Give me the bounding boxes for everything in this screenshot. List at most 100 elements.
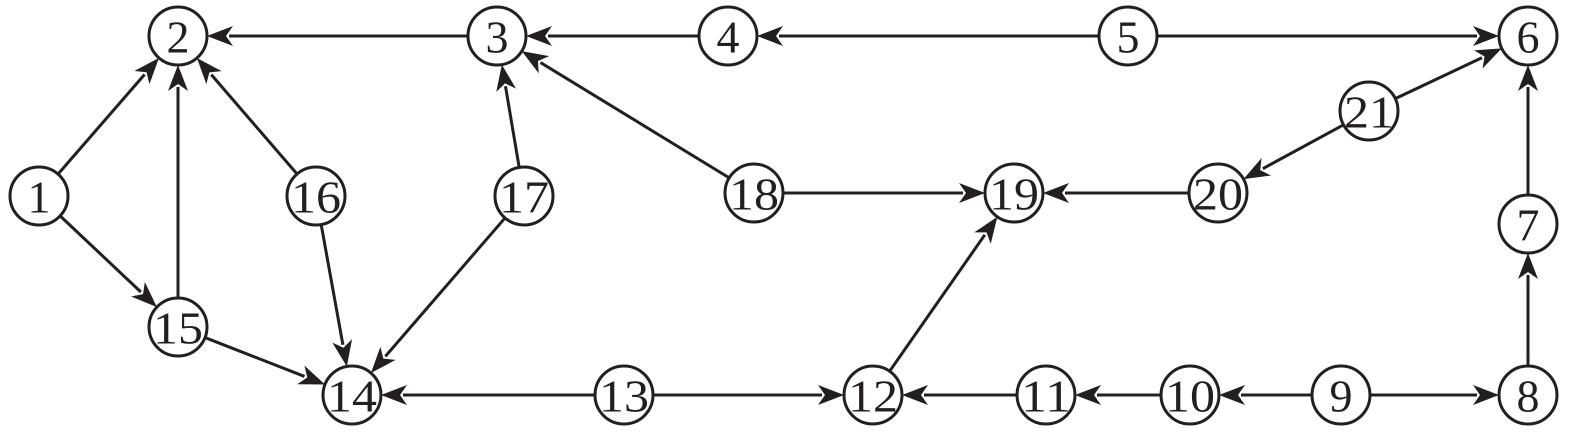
node-circle xyxy=(723,162,785,224)
node-circle xyxy=(1097,5,1159,67)
node-5: 5 xyxy=(1097,5,1159,67)
edge-line xyxy=(384,216,507,358)
edge-3-to-2 xyxy=(207,26,468,46)
arrowhead-icon xyxy=(381,385,407,405)
node-label: 4 xyxy=(717,12,740,63)
node-label: 19 xyxy=(989,169,1039,220)
edge-13-to-14 xyxy=(381,385,595,405)
node-17: 17 xyxy=(493,165,555,227)
arrowhead-icon xyxy=(1243,157,1272,180)
arrowhead-icon xyxy=(370,346,396,374)
node-circle xyxy=(147,5,209,67)
node-10: 10 xyxy=(1159,364,1221,426)
node-circle xyxy=(1338,80,1400,142)
edge-11-to-12 xyxy=(902,385,1017,405)
arrowhead-icon xyxy=(332,339,353,367)
node-label: 1 xyxy=(28,172,51,223)
arrowhead-icon xyxy=(207,26,233,46)
node-label: 15 xyxy=(153,303,203,354)
edge-line xyxy=(204,336,306,378)
arrowhead-icon xyxy=(297,365,325,385)
node-label: 9 xyxy=(1330,371,1353,422)
node-label: 18 xyxy=(729,169,779,220)
node-11: 11 xyxy=(1015,364,1077,426)
node-label: 12 xyxy=(848,371,898,422)
node-circle xyxy=(1497,5,1559,67)
arrowhead-icon xyxy=(196,57,222,85)
edge-line xyxy=(1262,123,1345,170)
edge-line xyxy=(319,224,345,346)
node-circle xyxy=(1159,364,1221,426)
edge-9-to-8 xyxy=(1370,385,1499,405)
edge-21-to-20 xyxy=(1243,123,1345,180)
node-circle xyxy=(697,5,759,67)
edge-line xyxy=(888,233,987,373)
node-label: 10 xyxy=(1165,371,1215,422)
node-label: 6 xyxy=(1517,12,1540,63)
edge-13-to-12 xyxy=(653,385,844,405)
arrowhead-icon xyxy=(1473,385,1499,405)
node-label: 21 xyxy=(1344,87,1394,138)
node-label: 14 xyxy=(327,371,377,422)
edge-15-to-14 xyxy=(204,336,325,385)
edge-7-to-6 xyxy=(1518,65,1538,195)
edge-line xyxy=(1394,56,1483,100)
arrowhead-icon xyxy=(974,216,998,244)
arrowhead-icon xyxy=(757,26,783,46)
node-circle xyxy=(842,364,904,426)
edge-1-to-15 xyxy=(59,214,157,308)
node-circle xyxy=(1497,193,1559,255)
edge-9-to-10 xyxy=(1219,385,1312,405)
node-label: 5 xyxy=(1117,12,1140,63)
node-circle xyxy=(1310,364,1372,426)
node-label: 8 xyxy=(1517,371,1540,422)
node-circle xyxy=(285,165,347,227)
edge-line xyxy=(56,73,146,176)
edge-21-to-6 xyxy=(1394,48,1502,100)
node-2: 2 xyxy=(147,5,209,67)
arrowhead-icon xyxy=(134,57,159,85)
edge-15-to-2 xyxy=(168,65,188,298)
edge-1-to-2 xyxy=(56,57,159,176)
node-label: 11 xyxy=(1021,371,1071,422)
edge-line xyxy=(59,214,142,294)
arrowhead-icon xyxy=(131,282,157,308)
arrowhead-icon xyxy=(1518,65,1538,91)
edge-18-to-19 xyxy=(783,183,985,203)
node-circle xyxy=(1015,364,1077,426)
node-circle xyxy=(147,296,209,358)
node-circle xyxy=(593,364,655,426)
node-19: 19 xyxy=(983,162,1045,224)
edge-20-to-19 xyxy=(1043,183,1189,203)
node-circle xyxy=(321,364,383,426)
arrowhead-icon xyxy=(1075,385,1101,405)
node-circle xyxy=(493,165,555,227)
node-20: 20 xyxy=(1187,162,1249,224)
node-1: 1 xyxy=(8,165,70,227)
edge-line xyxy=(539,61,731,180)
node-label: 17 xyxy=(499,172,549,223)
node-label: 16 xyxy=(291,172,341,223)
node-9: 9 xyxy=(1310,364,1372,426)
edge-16-to-2 xyxy=(196,57,299,176)
arrowhead-icon xyxy=(902,385,928,405)
node-label: 13 xyxy=(599,371,649,422)
node-8: 8 xyxy=(1497,364,1559,426)
edge-18-to-3 xyxy=(521,51,731,180)
arrowhead-icon xyxy=(1518,253,1538,279)
arrowhead-icon xyxy=(1043,183,1069,203)
arrowhead-icon xyxy=(1473,26,1499,46)
arrowhead-icon xyxy=(521,51,550,74)
node-circle xyxy=(1187,162,1249,224)
edges-layer xyxy=(56,26,1538,405)
node-circle xyxy=(466,5,528,67)
node-15: 15 xyxy=(147,296,209,358)
node-label: 20 xyxy=(1193,169,1243,220)
node-14: 14 xyxy=(321,364,383,426)
arrowhead-icon xyxy=(496,64,517,92)
node-label: 7 xyxy=(1517,200,1540,251)
edge-17-to-3 xyxy=(496,64,521,168)
edge-5-to-4 xyxy=(757,26,1099,46)
